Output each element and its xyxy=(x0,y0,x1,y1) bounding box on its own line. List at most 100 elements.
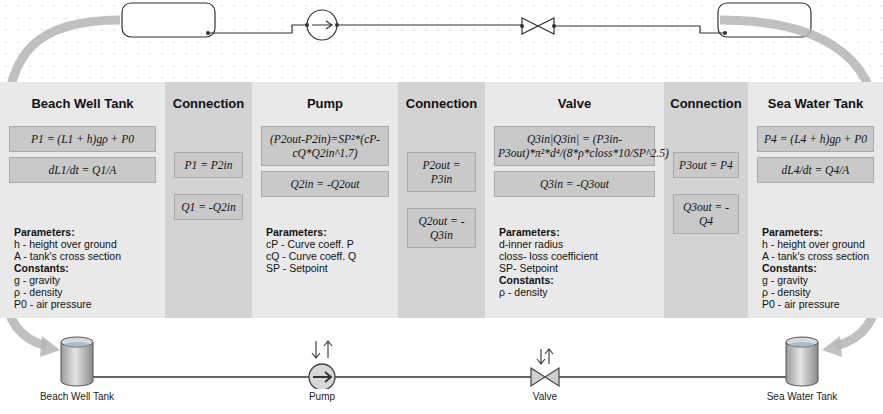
formula-stack: P3out = P4 Q3out = -Q4 xyxy=(664,152,748,252)
tank-body xyxy=(61,342,93,386)
equation-box: Q3in|Q3in| = (P3in-P3out)*π²*d⁴/(8*ρ*clo… xyxy=(494,126,655,166)
valve-icon xyxy=(525,333,565,389)
parameter-text: d-inner radius xyxy=(485,238,664,250)
formula-stack: (P2out-P2in)=SP²*(cP-cQ*Q2in^1.7) Q2in = … xyxy=(252,126,398,226)
parameter-text: A - tank's cross section xyxy=(0,250,165,262)
column-heading: Valve xyxy=(485,82,664,122)
pipe-connector xyxy=(559,376,786,377)
section-heading: Constants: xyxy=(748,262,883,274)
component-column: Sea Water Tank P4 = (L4 + h)gρ + P0 dL4/dt… xyxy=(748,82,883,318)
column-heading: Pump xyxy=(252,82,398,122)
formula-stack: P2out = P3inQ2out = -Q3in xyxy=(398,152,485,252)
tank-water xyxy=(64,342,90,348)
component-label: Beach Well Tank xyxy=(38,391,116,402)
parameter-text: ρ - density xyxy=(485,286,664,298)
mapping-arrowhead xyxy=(40,336,842,357)
equation-text: P3out = P4 xyxy=(677,158,735,172)
column-heading: Sea Water Tank xyxy=(748,82,883,122)
connection-column: ConnectionP3out = P4 Q3out = -Q4 xyxy=(664,82,748,318)
column-heading: Connection xyxy=(664,82,748,122)
section-heading: Constants: xyxy=(485,274,664,286)
pipe-wire xyxy=(554,26,725,33)
component-label: Pump xyxy=(302,391,342,402)
parameter-text: P0 - air pressure xyxy=(0,298,165,310)
tank-top xyxy=(786,337,818,347)
equation-text: P4 = (L4 + h)gρ + P0 xyxy=(761,132,870,146)
pump-arrow xyxy=(313,372,331,382)
component-icon: Beach Well Tank xyxy=(38,333,116,402)
equation-box: Q2out = -Q3in xyxy=(407,208,476,248)
formula-stack: P4 = (L4 + h)gρ + P0 dL4/dt = Q4/A xyxy=(748,126,883,226)
parameter-text: ρ - density xyxy=(0,286,165,298)
parameter-text: P0 - air pressure xyxy=(748,298,883,310)
equation-box: dL4/dt = Q4/A xyxy=(757,157,874,183)
equation-box: Q3out = -Q4 xyxy=(673,194,739,234)
component-label: Sea Water Tank xyxy=(765,391,840,402)
equation-text: dL4/dt = Q4/A xyxy=(761,163,870,177)
component-column: Beach Well Tank P1 = (L1 + h)gρ + P0 dL1/d… xyxy=(0,82,165,318)
component-column: Pump (P2out-P2in)=SP²*(cP-cQ*Q2in^1.7) Q2i… xyxy=(252,82,398,318)
equation-text: Q3out = -Q4 xyxy=(677,200,735,228)
component-icon: Sea Water Tank xyxy=(765,333,840,402)
parameter-text: SP - Setpoint xyxy=(252,262,398,274)
section-heading: Parameters: xyxy=(485,226,664,238)
equation-box: P3out = P4 xyxy=(673,152,739,178)
pump-symbol xyxy=(307,10,337,40)
equation-text: Q3in = -Q3out xyxy=(498,177,651,191)
valve-body xyxy=(531,368,559,386)
valve-symbol xyxy=(522,18,554,34)
connection-column: ConnectionP1 = P2inQ1 = -Q2in xyxy=(165,82,252,318)
equation-text: Q2in = -Q2out xyxy=(265,177,385,191)
equation-box: P4 = (L4 + h)gρ + P0 xyxy=(757,126,874,152)
section-heading: Parameters: xyxy=(252,226,398,238)
grid-dots xyxy=(0,0,883,80)
equation-text: Q1 = -Q2in xyxy=(178,200,239,214)
section-heading: Parameters: xyxy=(748,226,883,238)
tank-icon xyxy=(57,333,97,389)
component-icon: Pump xyxy=(302,333,342,402)
equation-box: (P2out-P2in)=SP²*(cP-cQ*Q2in^1.7) xyxy=(261,126,389,166)
equation-text: Q3in|Q3in| = (P3in-P3out)*π²*d⁴/(8*ρ*clo… xyxy=(498,132,651,160)
equation-text: P1 = P2in xyxy=(178,158,239,172)
formula-stack: Q3in|Q3in| = (P3in-P3out)*π²*d⁴/(8*ρ*clo… xyxy=(485,126,664,226)
formula-stack: P1 = (L1 + h)gρ + P0 dL1/dt = Q1/A xyxy=(0,126,165,226)
pump-icon xyxy=(302,333,342,389)
pump-arrow xyxy=(312,21,332,29)
parameter-text: SP- Setpoint xyxy=(485,262,664,274)
parameter-text: cP - Curve coeff. P xyxy=(252,238,398,250)
equation-text: (P2out-P2in)=SP²*(cP-cQ*Q2in^1.7) xyxy=(265,132,385,160)
equation-box: Q2in = -Q2out xyxy=(261,171,389,197)
column-heading: Connection xyxy=(398,82,485,122)
signal-arrows xyxy=(312,341,332,358)
component-label: Valve xyxy=(525,391,565,402)
equation-box: dL1/dt = Q1/A xyxy=(9,157,156,183)
equation-box: P1 = P2in xyxy=(174,152,243,178)
tank-body xyxy=(786,342,818,386)
pipe-wire xyxy=(208,25,307,33)
formula-stack: P1 = P2in Q1 = -Q2in xyxy=(165,152,252,252)
equation-box: P2out = P3in xyxy=(407,152,476,192)
top-schematic xyxy=(122,3,811,40)
tank-top xyxy=(61,337,93,347)
parameter-text: g - gravity xyxy=(0,274,165,286)
pump-body xyxy=(309,364,335,389)
equation-box: Q3in = -Q3out xyxy=(494,171,655,197)
component-column: ValveQ3in|Q3in| = (P3in-P3out)*π²*d⁴/(8*… xyxy=(485,82,664,318)
equation-text: Q2out = -Q3in xyxy=(411,214,472,242)
signal-arrows xyxy=(537,349,553,364)
tank-icon xyxy=(782,333,822,389)
column-heading: Beach Well Tank xyxy=(0,82,165,122)
tank-symbol xyxy=(122,3,215,37)
pipe-connector xyxy=(335,376,531,377)
parameter-text: h - height over ground xyxy=(748,238,883,250)
section-heading: Constants: xyxy=(0,262,165,274)
section-heading: Parameters: xyxy=(0,226,165,238)
pipe-connector xyxy=(93,376,309,377)
parameter-text: A - tank's cross section xyxy=(748,250,883,262)
equation-box: P1 = (L1 + h)gρ + P0 xyxy=(9,126,156,152)
parameter-text: cQ - Curve coeff. Q xyxy=(252,250,398,262)
parameter-text: ρ - density xyxy=(748,286,883,298)
equation-text: P1 = (L1 + h)gρ + P0 xyxy=(13,132,152,146)
